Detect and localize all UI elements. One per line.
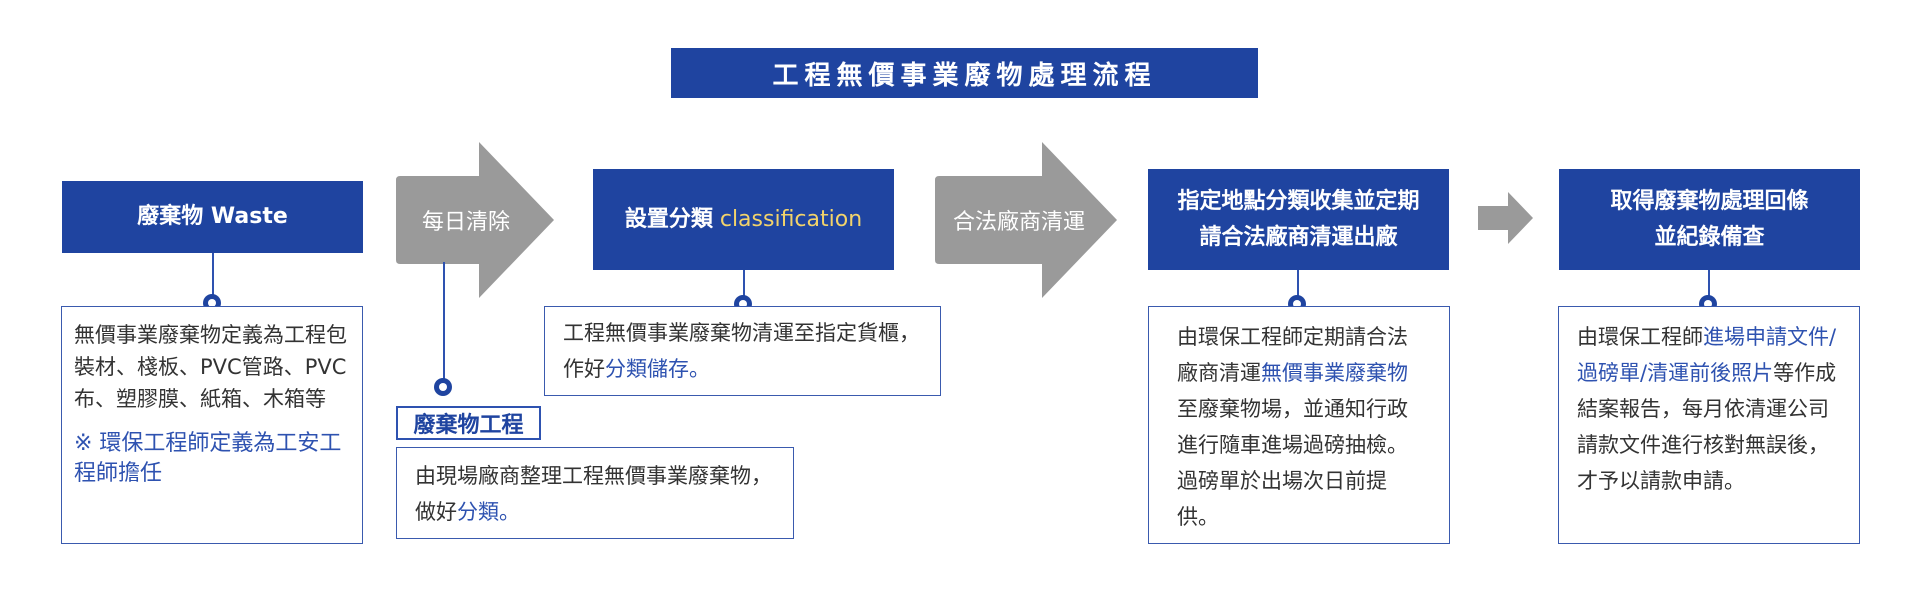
connector-line — [743, 270, 745, 300]
step-waste-note: ※ 環保工程師定義為工安工程師擔任 — [74, 431, 342, 486]
waste-engineering-tag: 廢棄物工程 — [396, 406, 541, 440]
step-waste-desc: 無價事業廢棄物定義為工程包裝材、棧板、PVC管路、PVC布、塑膠膜、紙箱、木箱等 — [74, 323, 347, 411]
connector-dot — [434, 378, 452, 396]
waste-engineering-desc-box: 由現場廠商整理工程無價事業廢棄物，做好分類。 — [396, 447, 794, 539]
connector-line — [212, 253, 214, 296]
arrow-daily-clear — [396, 142, 554, 298]
step-record-label-line2: 並紀錄備查 — [1654, 224, 1765, 250]
arrow-legal-clear-label: 合法廠商清運 — [952, 210, 1085, 235]
page-title: 工程無價事業廢物處理流程 — [671, 48, 1258, 98]
step-collection-desc-box: 由環保工程師定期請合法廠商清運無價事業廢棄物至廢棄物場，並通知行政進行隨車進場過… — [1148, 306, 1450, 544]
arrow-small — [1478, 192, 1533, 244]
connector-line — [443, 262, 445, 382]
step-waste-box: 廢棄物 Waste — [62, 181, 363, 253]
step-record-desc-1: 由環保工程師 — [1577, 325, 1703, 349]
connector-line — [1297, 270, 1299, 300]
step-collection-desc-2: 至廢棄物場，並通知行政進行隨車進場過磅抽檢。過磅單於出場次日前提供。 — [1177, 397, 1408, 529]
step-record-highlight: 進場申請文件/過磅單/清運前後照片 — [1577, 325, 1837, 385]
step-collection-label-line1: 指定地點分類收集並定期 — [1177, 188, 1420, 214]
step-collection-box: 指定地點分類收集並定期 請合法廠商清運出廠 — [1148, 169, 1449, 270]
step-collection-label-line2: 請合法廠商清運出廠 — [1199, 224, 1398, 250]
step-classification-desc-box: 工程無價事業廢棄物清運至指定貨櫃，作好分類儲存。 — [544, 306, 941, 396]
step-classification-box: 設置分類 classification — [593, 169, 894, 270]
step-collection-highlight: 無價事業廢棄物 — [1261, 361, 1408, 385]
waste-engineering-desc: 由現場廠商整理工程無價事業廢棄物，做好 — [415, 464, 772, 524]
step-classification-label: 設置分類 — [624, 206, 713, 232]
step-record-box: 取得廢棄物處理回條 並紀錄備查 — [1559, 169, 1860, 270]
connector-line — [1708, 270, 1710, 300]
step-record-label-line1: 取得廢棄物處理回條 — [1610, 188, 1809, 214]
step-classification-highlight: 分類儲存。 — [605, 357, 710, 381]
step-collection-desc-1: 由環保工程師定期請合法廠商清運 — [1177, 325, 1408, 385]
step-waste-label: 廢棄物 Waste — [137, 204, 288, 229]
step-classification-label-en: classification — [719, 206, 863, 232]
step-waste-desc-box: 無價事業廢棄物定義為工程包裝材、棧板、PVC管路、PVC布、塑膠膜、紙箱、木箱等… — [61, 306, 363, 544]
step-record-desc-box: 由環保工程師進場申請文件/過磅單/清運前後照片等作成結案報告，每月依清運公司請款… — [1558, 306, 1860, 544]
step-record-desc-2: 等作成結案報告，每月依清運公司請款文件進行核對無誤後，才予以請款申請。 — [1577, 361, 1837, 493]
arrow-daily-clear-label: 每日清除 — [421, 210, 510, 235]
waste-engineering-highlight: 分類。 — [457, 500, 520, 524]
arrow-legal-clear — [935, 142, 1117, 298]
step-classification-desc: 工程無價事業廢棄物清運至指定貨櫃，作好 — [563, 321, 920, 381]
